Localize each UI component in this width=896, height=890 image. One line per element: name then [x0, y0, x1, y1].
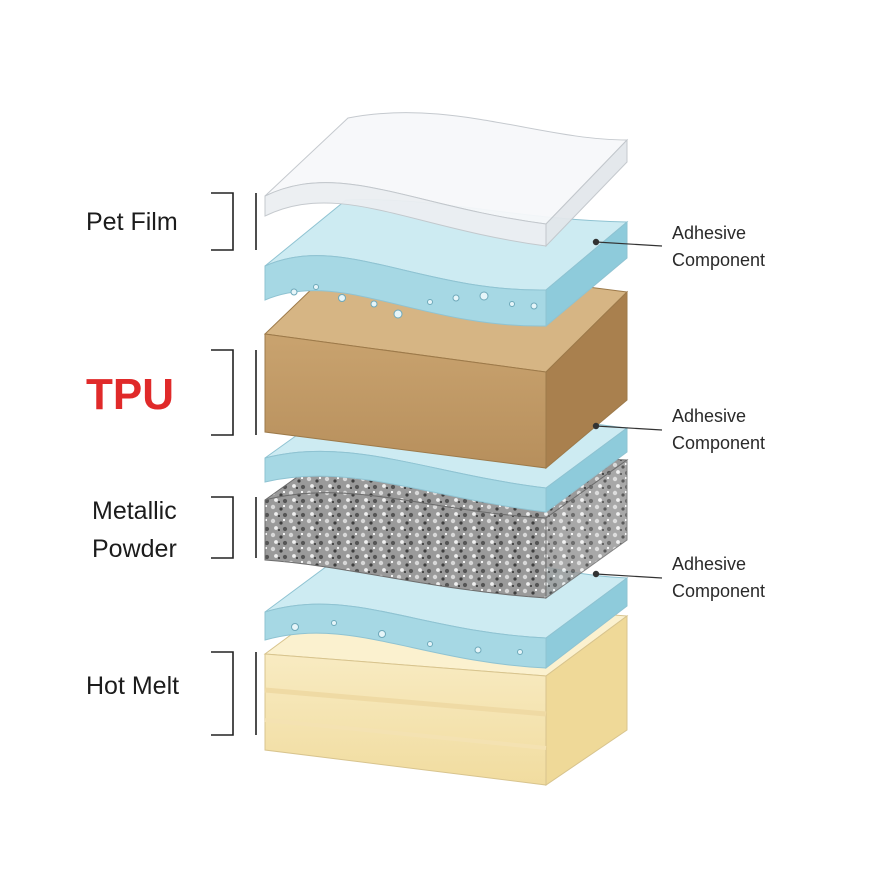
- pet-film-layer: [264, 112, 629, 248]
- leader-adhesive-middle: [595, 425, 663, 431]
- hot-melt-stripe-2: [264, 718, 547, 750]
- label-adhesive-top-line1: Adhesive: [672, 223, 747, 243]
- bracket-tpu: [211, 349, 234, 436]
- leader-adhesive-bottom: [595, 573, 663, 579]
- adhesive-top-side-face: [545, 220, 628, 328]
- bracket-metallic-powder: [211, 496, 234, 559]
- adhesive-bottom-bubbles: [291, 620, 523, 655]
- leader-adhesive-top-dot: [592, 238, 600, 246]
- label-hot-melt: Hot Melt: [86, 672, 180, 700]
- leader-adhesive-middle-dot: [592, 422, 600, 430]
- adhesive-middle-side-face: [545, 427, 628, 513]
- bracket-pet-film: [211, 192, 234, 251]
- bracket-hot-melt: [211, 651, 234, 736]
- label-adhesive-bottom-line1: Adhesive: [672, 554, 747, 574]
- label-adhesive-top: Adhesive Component: [672, 220, 765, 274]
- hot-melt-stripe-1: [264, 687, 547, 717]
- label-adhesive-middle-line2: Component: [672, 433, 766, 453]
- adhesive-top-bubbles: [290, 284, 538, 319]
- label-metallic-powder-line2: Powder: [92, 535, 177, 563]
- label-pet-film: Pet Film: [86, 208, 178, 236]
- label-metallic-powder: Metallic Powder: [92, 492, 177, 568]
- label-adhesive-bottom-line2: Component: [672, 581, 766, 601]
- adhesive-bottom-side-face: [545, 577, 628, 670]
- label-tpu: TPU: [86, 370, 174, 419]
- label-adhesive-bottom: Adhesive Component: [672, 551, 765, 605]
- pet-film-side-face: [545, 138, 628, 248]
- metallic-powder-side-face: [545, 459, 628, 599]
- label-adhesive-top-line2: Component: [672, 250, 766, 270]
- hot-melt-front-face: [264, 653, 547, 786]
- left-brackets: [211, 192, 257, 736]
- label-adhesive-middle: Adhesive Component: [672, 403, 765, 457]
- right-leader-lines: [592, 238, 663, 579]
- hot-melt-side-face: [545, 615, 628, 786]
- label-adhesive-middle-line1: Adhesive: [672, 406, 747, 426]
- leader-adhesive-top: [595, 241, 663, 247]
- tpu-side-face: [545, 290, 628, 470]
- adhesive-layer-top: [264, 199, 629, 328]
- label-metallic-powder-line1: Metallic: [92, 497, 177, 525]
- leader-adhesive-bottom-dot: [592, 570, 600, 578]
